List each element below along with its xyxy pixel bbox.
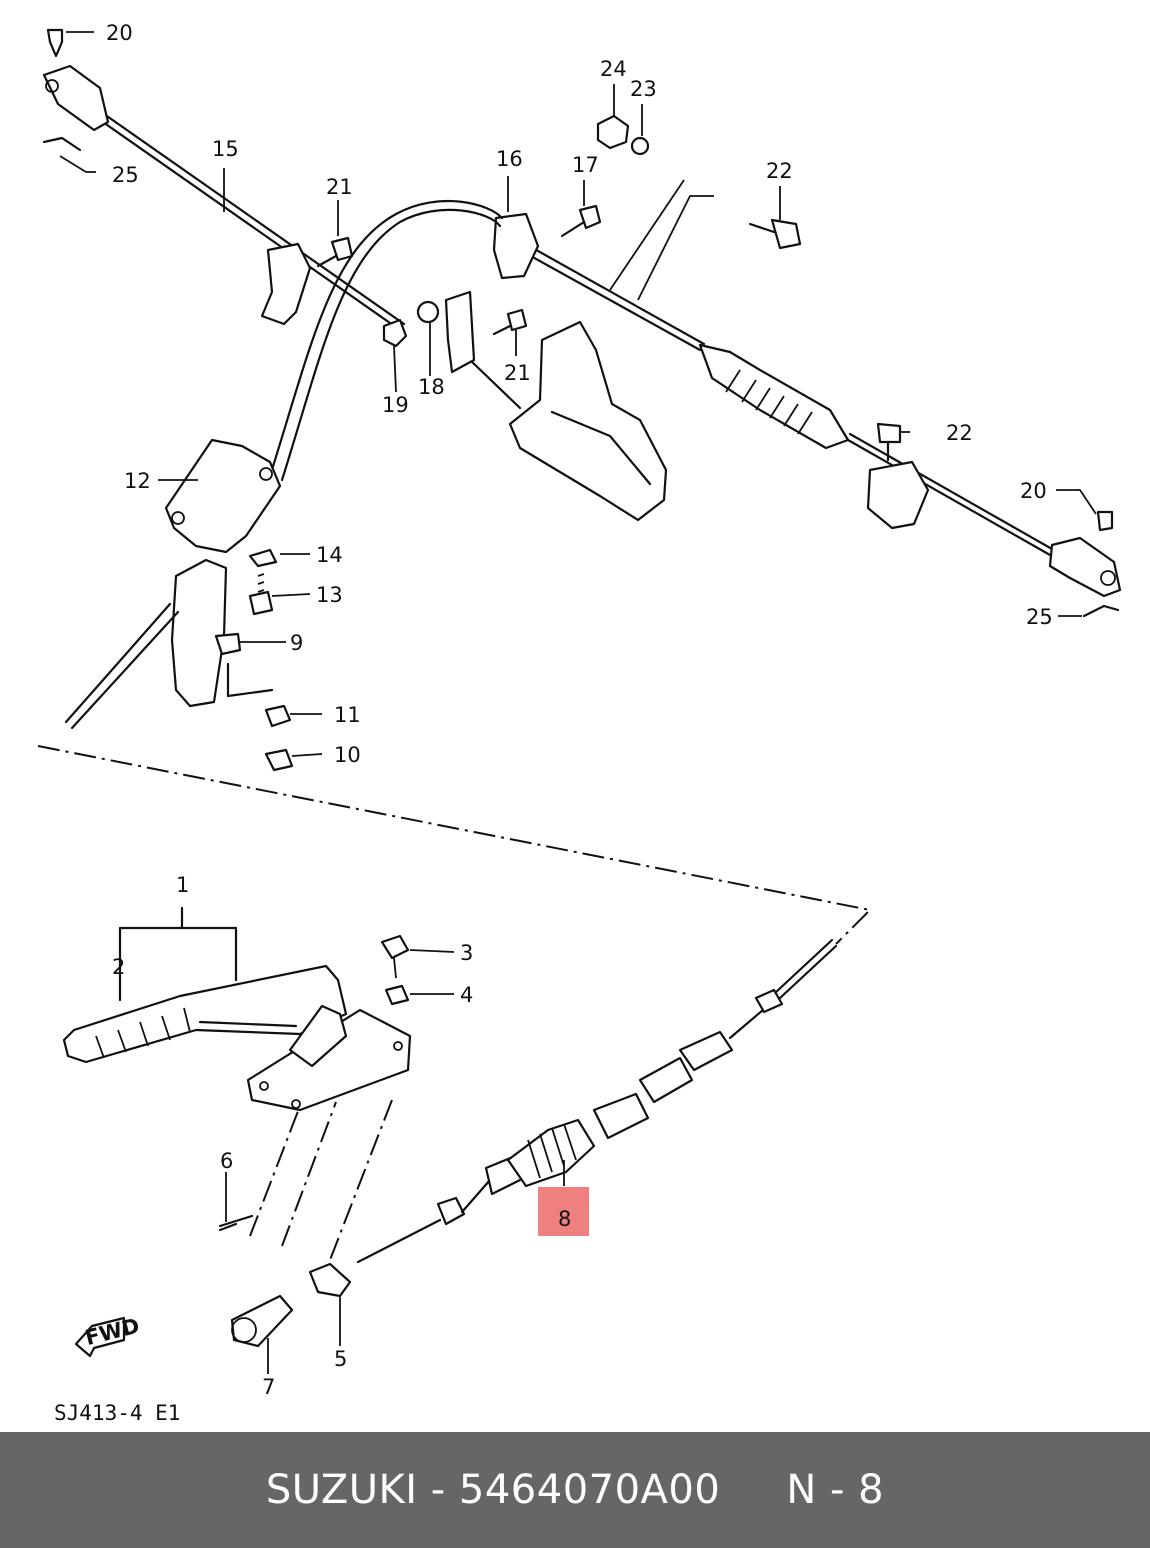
fwd-label: FWD [83,1314,142,1351]
callout-labels: 20 25 15 21 16 17 24 23 22 22 20 25 19 1… [54,21,1053,1425]
callout-7: 7 [262,1375,275,1399]
callout-9: 9 [290,631,303,655]
cable-assembly-left [42,28,406,332]
callout-5: 5 [334,1347,347,1371]
parking-brake-lever [62,906,412,1348]
diagram-ref: N - 8 [786,1467,885,1513]
callout-4: 4 [460,983,473,1007]
callout-16: 16 [496,147,523,171]
callout-10: 10 [334,743,361,767]
brand-separator: - [417,1467,459,1513]
parts-diagram: FWD 20 25 15 21 [37,21,1122,1425]
callout-3: 3 [460,941,473,965]
callout-6: 6 [220,1149,233,1173]
callout-19: 19 [382,393,409,417]
footer-text: SUZUKI - 5464070A00 N - 8 [266,1467,884,1513]
brand-name: SUZUKI [265,1467,418,1513]
callout-23: 23 [630,77,657,101]
callout-18: 18 [418,375,445,399]
assembly-divider-line [37,745,873,945]
callout-13: 13 [316,583,343,607]
highlight-box-part-8 [538,1187,589,1236]
center-cable-and-clamps [64,199,504,772]
callout-25-right: 25 [1026,605,1053,629]
callout-21-upper: 21 [326,175,353,199]
callout-1: 1 [176,873,189,897]
callout-17: 17 [572,153,599,177]
cable-assembly-right [518,240,1122,618]
callout-11: 11 [334,703,361,727]
part-number: 5464070A00 [458,1467,721,1513]
callout-22-upper: 22 [766,159,793,183]
callout-15: 15 [212,137,239,161]
callout-12: 12 [124,469,151,493]
callout-22-lower: 22 [946,421,973,445]
callout-20-right: 20 [1020,479,1047,503]
callout-24: 24 [600,57,627,81]
drawing-code: SJ413-4 E1 [54,1401,180,1425]
equalizer-bracket [316,114,902,522]
callout-8-highlighted: 8 [558,1207,571,1231]
callout-21-lower: 21 [504,361,531,385]
leader-lines [59,31,1097,1374]
fwd-arrow-icon: FWD [74,1314,142,1358]
callout-2: 2 [112,955,125,979]
callout-14: 14 [316,543,343,567]
callout-20-top-left: 20 [106,21,133,45]
part-info-footer: SUZUKI - 5464070A00 N - 8 [0,1432,1150,1548]
front-brake-cable [356,938,838,1264]
callout-25-left: 25 [112,163,139,187]
